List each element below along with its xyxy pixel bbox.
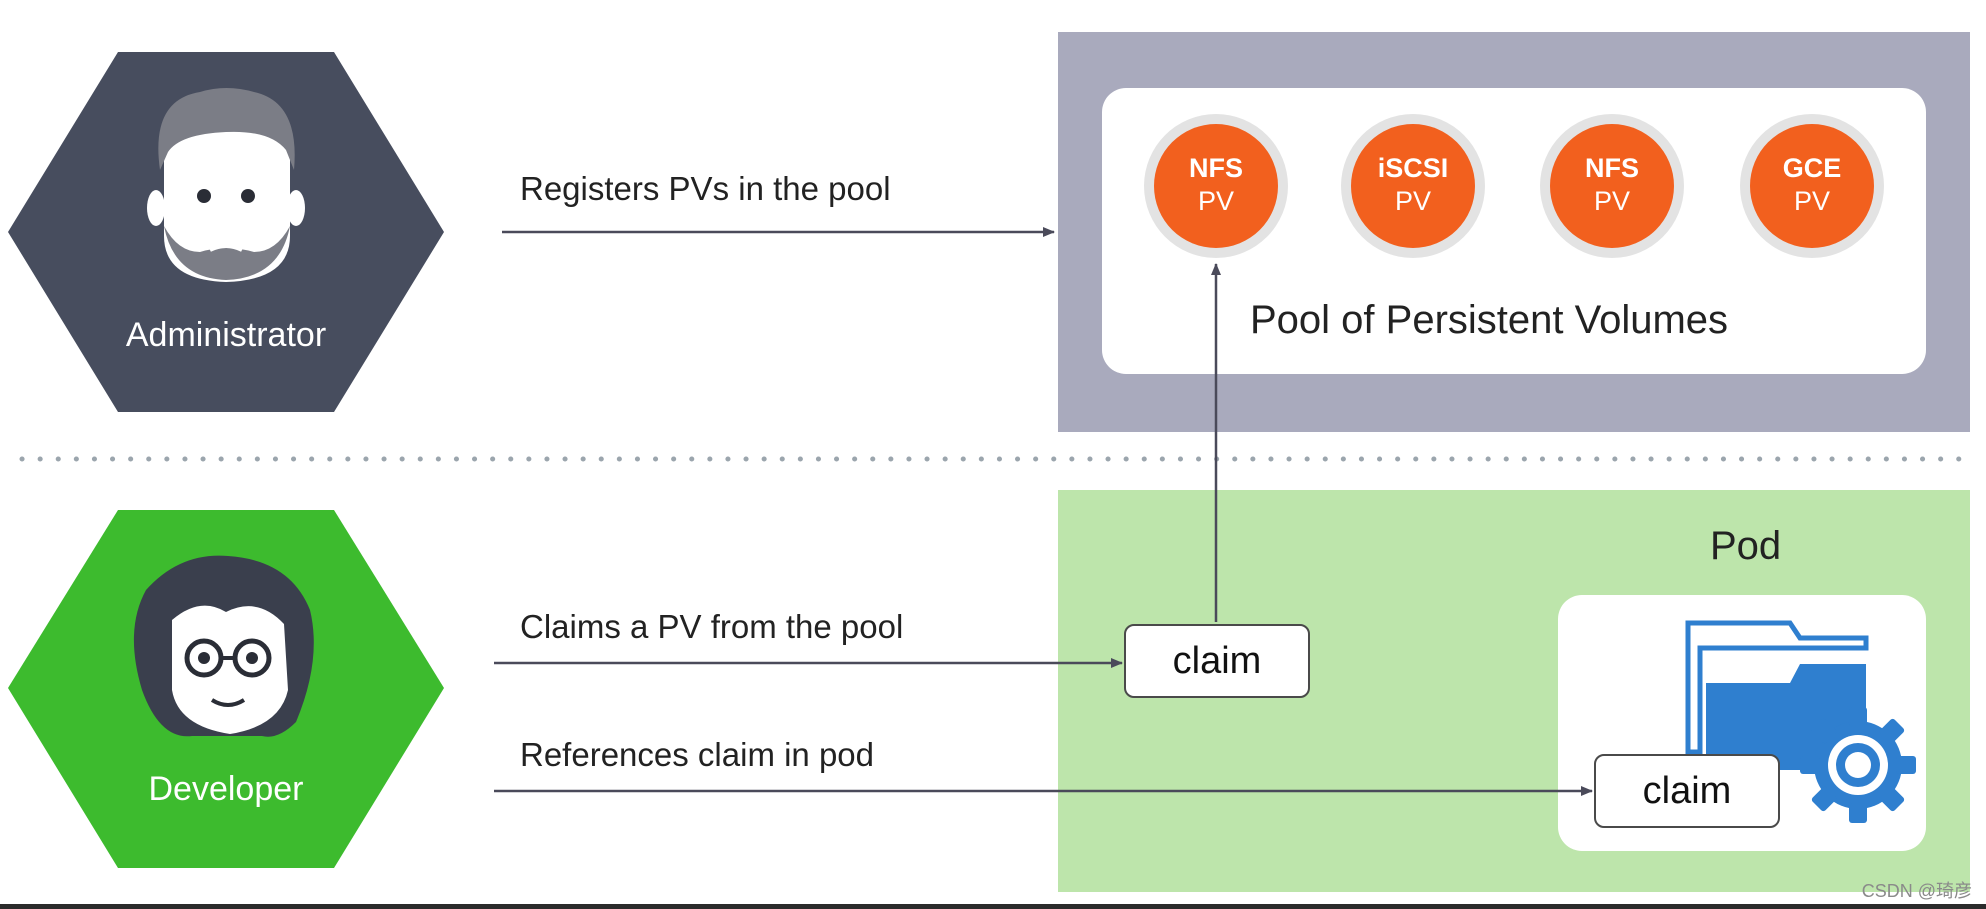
reference-label: References claim in pod (520, 736, 875, 773)
pv-type: iSCSI (1377, 153, 1449, 183)
bottom-strip (0, 904, 1986, 909)
pv-kind: PV (1593, 186, 1631, 216)
claim-label: Claims a PV from the pool (520, 608, 904, 645)
register-label: Registers PVs in the pool (520, 170, 891, 207)
pod-caption: Pod (1710, 524, 1782, 568)
administrator-label: Administrator (125, 316, 327, 354)
pool-caption: Pool of Persistent Volumes (1250, 298, 1729, 342)
pv-volume (1341, 114, 1485, 258)
pool-inner-panel (1102, 88, 1926, 374)
administrator-avatar-icon (147, 88, 305, 282)
pv-label: iSCSI PV (1363, 152, 1463, 218)
pv-label: NFS PV (1166, 152, 1266, 218)
folder-gear-icon (1685, 620, 1916, 823)
pv-type: NFS (1189, 153, 1243, 183)
pod-claim-box: claim (1594, 754, 1780, 828)
pv-type: GCE (1782, 153, 1842, 183)
pv-volume (1740, 114, 1884, 258)
pv-kind: PV (1197, 186, 1235, 216)
watermark: CSDN @琦彦 (1861, 881, 1972, 901)
pv-kind: PV (1394, 186, 1432, 216)
pv-volume (1144, 114, 1288, 258)
developer-label: Developer (148, 770, 304, 808)
pv-label: NFS PV (1562, 152, 1662, 218)
pv-kind: PV (1793, 186, 1831, 216)
standalone-claim-box: claim (1124, 624, 1310, 698)
pv-label: GCE PV (1762, 152, 1862, 218)
pv-type: NFS (1585, 153, 1639, 183)
developer-avatar-icon (133, 555, 314, 737)
pv-volume (1540, 114, 1684, 258)
